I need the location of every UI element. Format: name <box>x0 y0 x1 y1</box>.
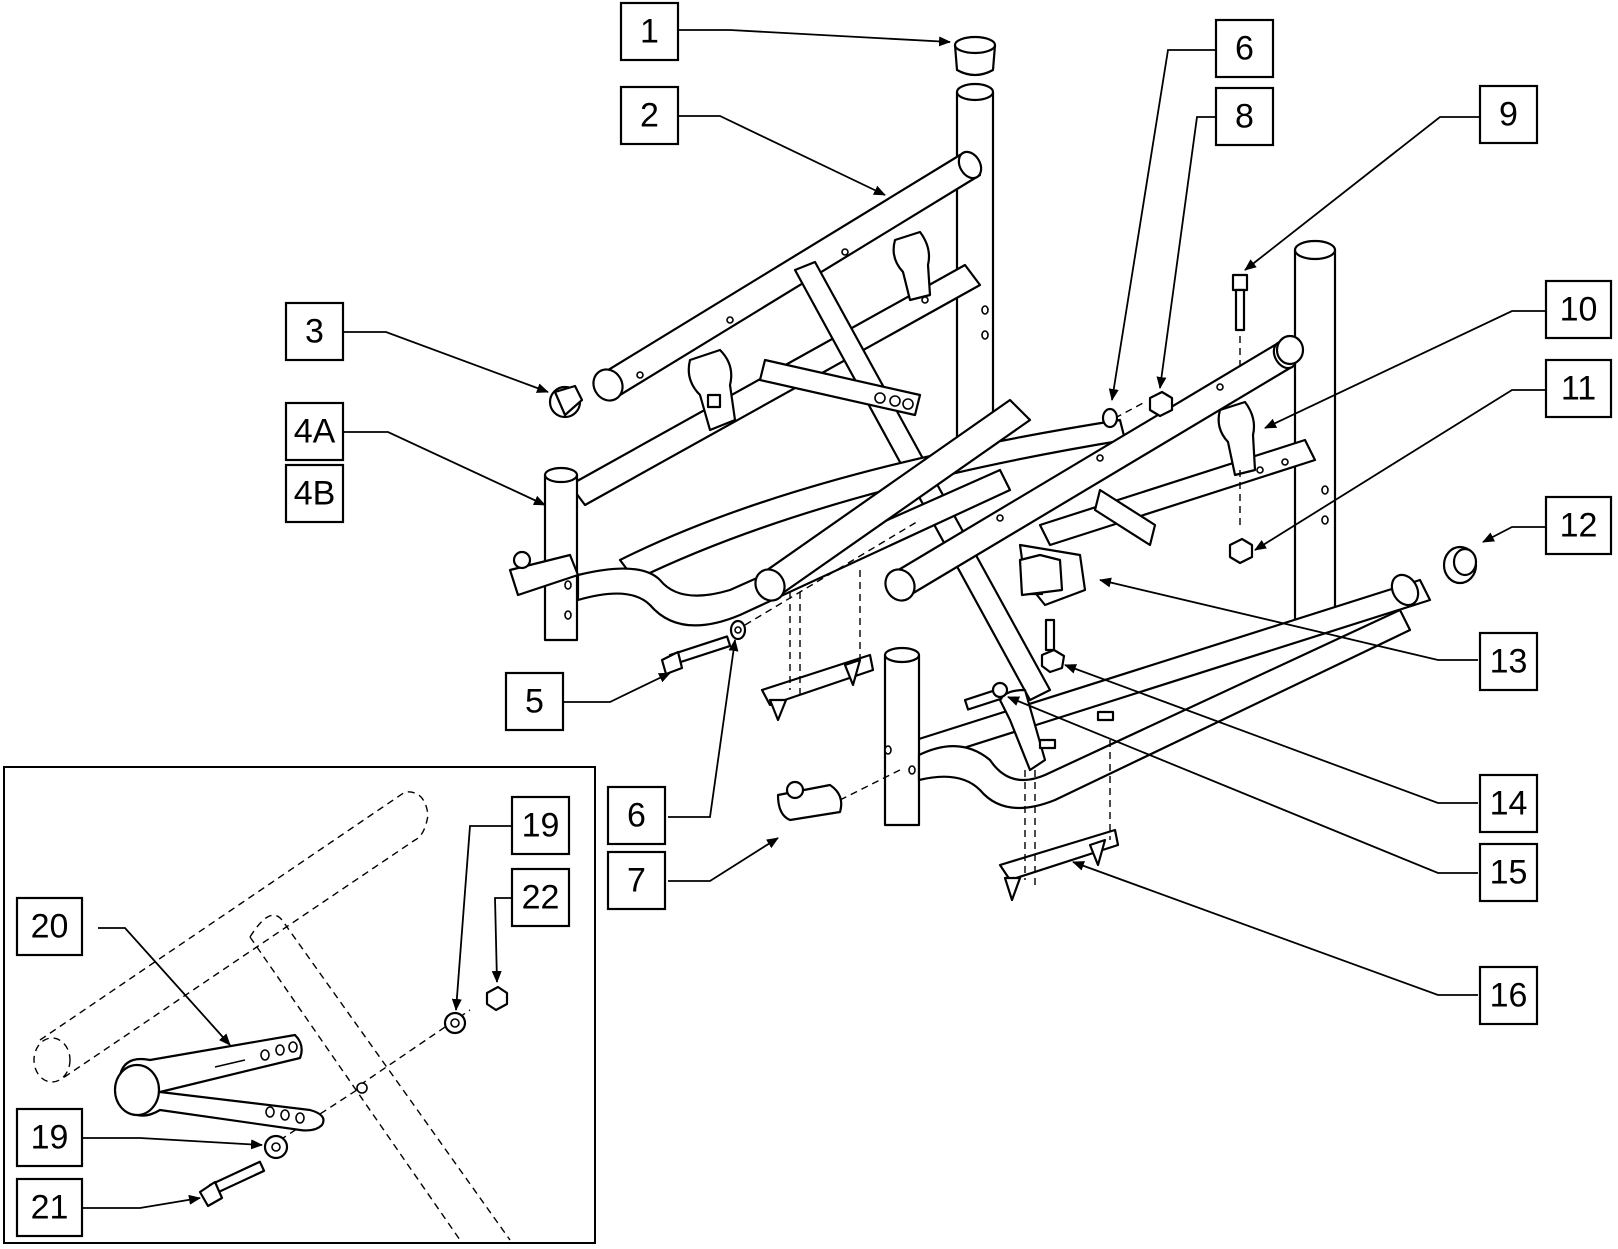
nut-part-11 <box>1228 537 1254 565</box>
svg-text:19: 19 <box>31 1119 69 1157</box>
svg-text:13: 13 <box>1490 643 1528 681</box>
svg-text:22: 22 <box>522 879 560 917</box>
callout-15: 15 <box>1478 842 1539 903</box>
svg-text:15: 15 <box>1490 854 1528 892</box>
svg-text:3: 3 <box>305 313 324 351</box>
channel-right <box>1093 488 1157 547</box>
washer-part-6-upper <box>1101 407 1119 429</box>
svg-text:16: 16 <box>1490 977 1528 1015</box>
callout-7: 7 <box>606 850 667 911</box>
callout-1: 1 <box>619 1 680 62</box>
callout-19-bottom: 19 <box>15 1107 84 1168</box>
callout-6-top: 6 <box>1214 18 1275 79</box>
washer-part-19-bottom <box>263 1134 289 1160</box>
frame-assembly <box>508 35 1478 902</box>
front-upright-right <box>883 646 921 827</box>
svg-text:4A: 4A <box>294 413 336 451</box>
svg-text:21: 21 <box>31 1189 69 1227</box>
callout-4a: 4A <box>284 401 345 462</box>
end-cap-part-3 <box>548 384 584 419</box>
svg-text:6: 6 <box>627 797 646 835</box>
seat-rail-left <box>576 468 1012 627</box>
svg-text:2: 2 <box>640 97 659 135</box>
slide-rail-part-16 <box>998 828 1120 902</box>
svg-text:19: 19 <box>522 807 560 845</box>
cradle-left-rear <box>892 230 932 302</box>
slide-rail-left <box>760 653 875 722</box>
callout-8: 8 <box>1214 86 1275 147</box>
callout-2: 2 <box>619 85 680 146</box>
bolt-part-5 <box>660 635 732 676</box>
callout-22: 22 <box>510 867 571 928</box>
callout-4b: 4B <box>284 463 345 524</box>
callout-6-bottom: 6 <box>606 785 667 846</box>
callout-11: 11 <box>1544 358 1613 419</box>
callout-9: 9 <box>1478 84 1539 145</box>
front-tube-left <box>754 398 1032 602</box>
callout-19-top: 19 <box>510 795 571 856</box>
plate-part-20 <box>113 1033 325 1132</box>
mounting-plate-main <box>758 358 922 417</box>
svg-text:10: 10 <box>1560 291 1598 329</box>
callout-20: 20 <box>15 896 84 957</box>
callout-3: 3 <box>284 301 345 362</box>
callout-16: 16 <box>1478 965 1539 1026</box>
bolt-part-9 <box>1231 273 1249 332</box>
svg-text:8: 8 <box>1235 98 1254 136</box>
clamp-block-part-7 <box>776 780 843 822</box>
svg-text:7: 7 <box>627 862 646 900</box>
svg-text:1: 1 <box>640 13 659 51</box>
end-cap-part-10-area <box>1275 334 1305 366</box>
cradle-right-rear <box>1217 400 1257 477</box>
detail-inset <box>3 766 596 1244</box>
plug-part-12 <box>1442 545 1478 585</box>
washer-part-19-top <box>443 1011 467 1035</box>
backrest-tube <box>592 150 983 402</box>
svg-text:5: 5 <box>525 683 544 721</box>
cap-part-1 <box>953 35 997 77</box>
nut-part-8 <box>1148 390 1174 418</box>
callout-10: 10 <box>1544 279 1613 340</box>
nut-part-14 <box>1040 618 1066 674</box>
leader-lines <box>82 29 1546 1209</box>
svg-text:6: 6 <box>1235 30 1254 68</box>
cradle-left <box>687 348 737 432</box>
svg-text:12: 12 <box>1560 507 1598 545</box>
bolt-part-21 <box>198 1160 266 1208</box>
callout-21: 21 <box>15 1177 84 1238</box>
svg-text:11: 11 <box>1561 370 1596 408</box>
rear-upright-right <box>1293 239 1337 632</box>
svg-text:4B: 4B <box>294 475 336 513</box>
callout-5: 5 <box>504 671 565 732</box>
washer-part-6-lower <box>729 619 747 641</box>
callout-14: 14 <box>1478 773 1539 834</box>
pin-part-15 <box>963 681 1009 711</box>
svg-text:9: 9 <box>1499 96 1518 134</box>
cradle-part-13 <box>1018 553 1064 597</box>
seat-rail-right <box>917 608 1412 810</box>
svg-text:14: 14 <box>1490 785 1528 823</box>
svg-text:20: 20 <box>31 908 69 946</box>
callout-13: 13 <box>1478 631 1539 692</box>
callout-12: 12 <box>1544 495 1613 556</box>
nut-part-22 <box>485 985 509 1012</box>
